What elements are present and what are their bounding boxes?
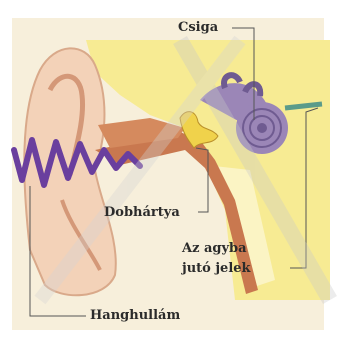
sound-wave-label: Hanghullám [90,308,180,324]
cochlea-label: Csiga [178,20,218,36]
eardrum-label: Dobhártya [104,205,180,221]
brain-signal-label-line2: jutó jelek [182,261,251,277]
brain-signal-label-line1: Az agyba [182,241,247,257]
